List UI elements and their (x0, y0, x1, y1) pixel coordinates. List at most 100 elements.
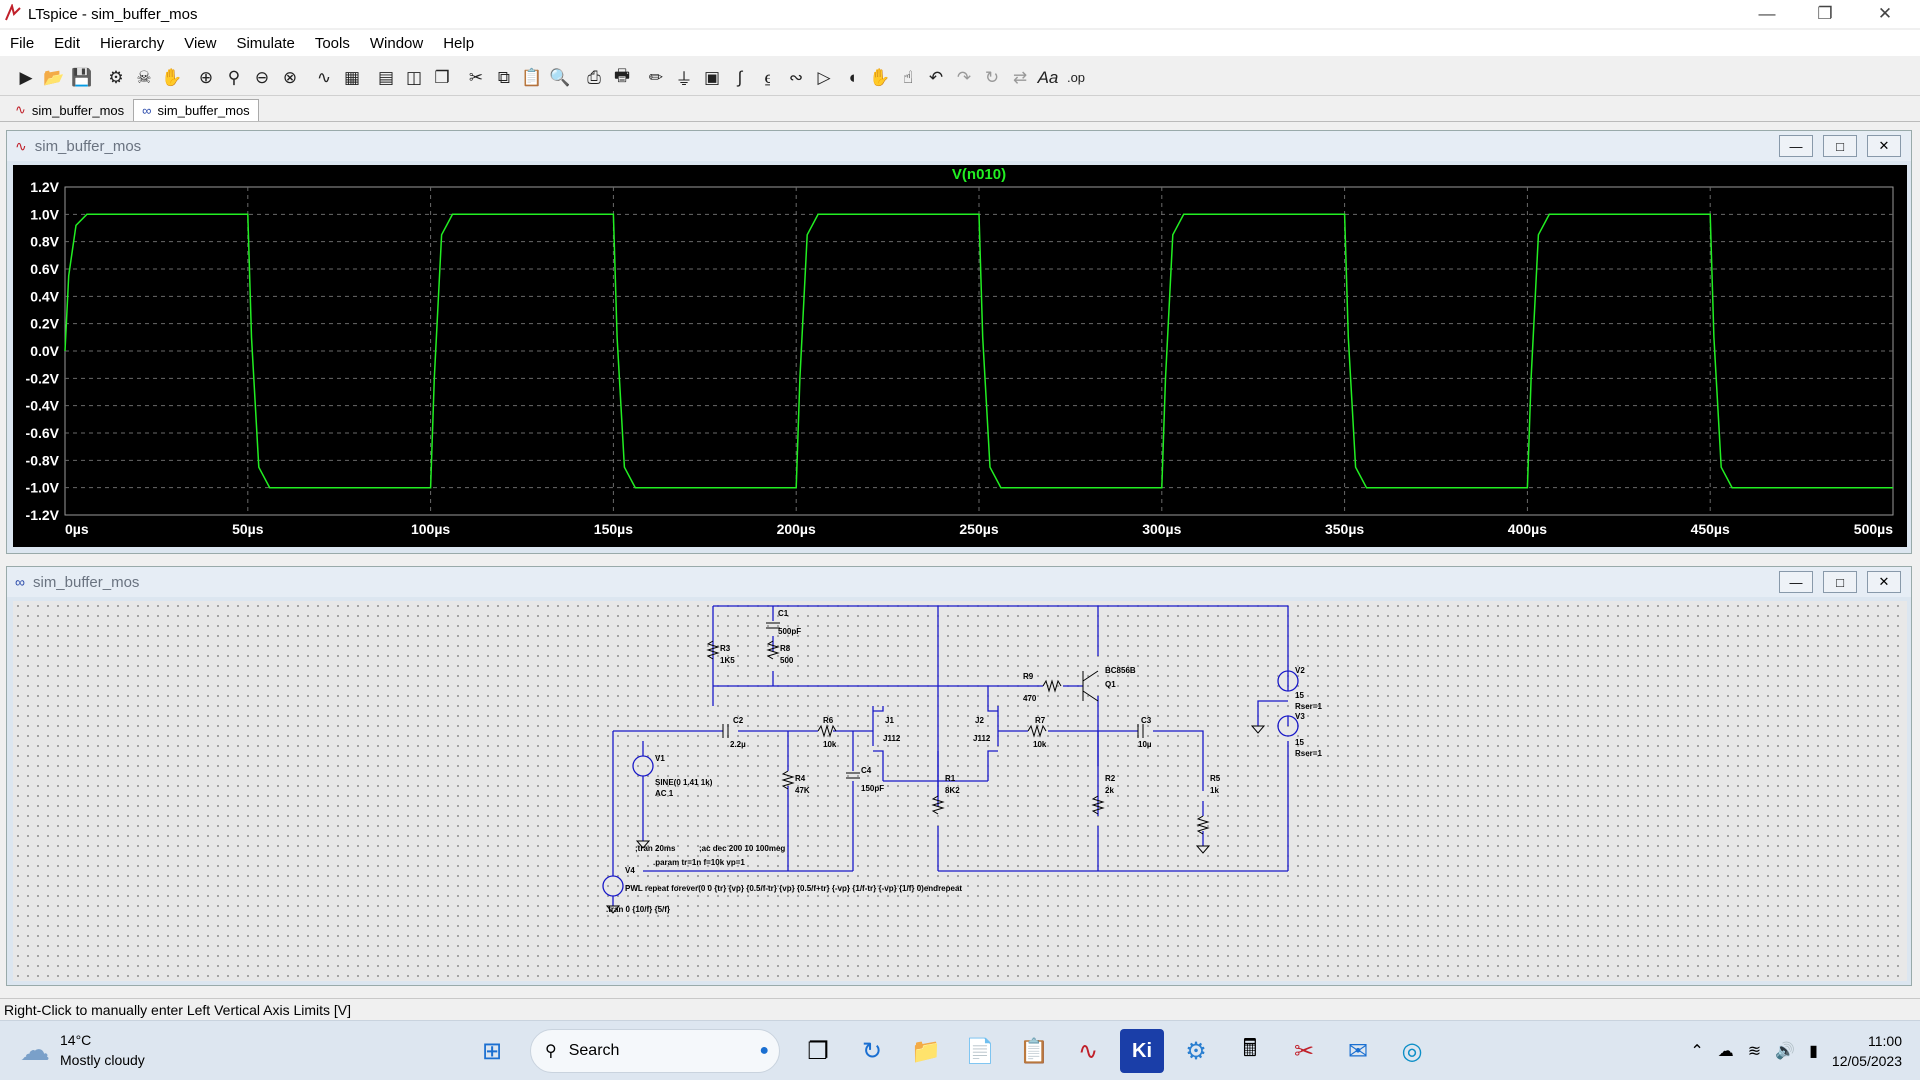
run-icon[interactable]: ▶ (19, 67, 33, 87)
r2-value[interactable]: 2k (1105, 786, 1114, 795)
v1-ac[interactable]: AC 1 (655, 789, 674, 798)
minimize-icon[interactable]: — (1779, 135, 1813, 157)
x-tick-label[interactable]: 500µs (1854, 521, 1893, 537)
x-tick-label[interactable]: 350µs (1325, 521, 1364, 537)
kicad-icon[interactable]: Ki (1120, 1029, 1164, 1073)
r6-label[interactable]: R6 (823, 716, 834, 725)
capacitor-icon[interactable]: ⍷ (762, 67, 774, 87)
y-tick-label[interactable]: 0.8V (30, 234, 59, 250)
label-net-icon[interactable]: ▣ (703, 67, 721, 87)
snipping-tool-icon[interactable]: ✂ (1293, 1037, 1315, 1065)
r8-value[interactable]: 500 (780, 656, 794, 665)
component-icon[interactable]: ◖ (846, 67, 858, 87)
r3-label[interactable]: R3 (720, 644, 731, 653)
clock[interactable]: 11:00 12/05/2023 (1832, 1031, 1902, 1071)
calculator-icon[interactable]: 🖩 (1242, 1034, 1258, 1062)
tab-waveform[interactable]: ∿ sim_buffer_mos (6, 99, 133, 121)
close-button[interactable]: ✕ (1877, 4, 1893, 23)
v1-label[interactable]: V1 (655, 754, 665, 763)
schematic-canvas[interactable]: C1 500pF R3 1K5 R8 500 R9 470 BC856B Q1 … (13, 601, 1907, 981)
y-tick-label[interactable]: 1.0V (30, 206, 59, 222)
r4-label[interactable]: R4 (795, 774, 806, 783)
tile-vertical-icon[interactable]: ◫ (405, 67, 423, 87)
r4-value[interactable]: 47K (795, 786, 810, 795)
notes-icon[interactable]: 📋 (1019, 1037, 1049, 1065)
windows-start-icon[interactable]: ⊞ (481, 1037, 503, 1065)
menu-window[interactable]: Window (369, 34, 424, 52)
y-tick-label[interactable]: -0.2V (26, 370, 60, 386)
x-tick-label[interactable]: 200µs (777, 521, 816, 537)
inductor-icon[interactable]: ∾ (788, 67, 804, 87)
menu-hierarchy[interactable]: Hierarchy (100, 34, 165, 52)
paste-icon[interactable]: 📋 (521, 67, 543, 87)
directive-pwl[interactable]: PWL repeat forever(0 0 {tr} {vp} {0.5/f-… (625, 884, 962, 893)
print-setup-icon[interactable]: ⎙ (587, 67, 601, 87)
ltspice-taskbar-icon[interactable]: ∿ (1077, 1037, 1099, 1065)
c4-value[interactable]: 150pF (861, 784, 884, 793)
file-explorer-icon[interactable]: 📁 (911, 1037, 941, 1065)
control-panel-icon[interactable]: ⚙ (108, 67, 124, 87)
y-tick-label[interactable]: -0.8V (26, 452, 60, 468)
minimize-button[interactable]: — (1758, 4, 1776, 23)
r5-label[interactable]: R5 (1210, 774, 1221, 783)
waveform-chart[interactable]: 1.2V1.0V0.8V0.6V0.4V0.2V0.0V-0.2V-0.4V-0… (13, 165, 1907, 547)
r3-value[interactable]: 1K5 (720, 656, 735, 665)
x-tick-label[interactable]: 50µs (232, 521, 264, 537)
undo-icon[interactable]: ↶ (928, 67, 944, 87)
menu-file[interactable]: File (10, 34, 35, 52)
directive-tran[interactable]: ;tran 20ms (635, 844, 676, 853)
copy-icon[interactable]: ⧉ (497, 67, 511, 87)
y-tick-label[interactable]: -0.6V (26, 425, 60, 441)
volume-icon[interactable]: 🔊 (1775, 1043, 1796, 1060)
r8-label[interactable]: R8 (780, 644, 791, 653)
directive-ac[interactable]: ;ac dec 200 10 100meg (699, 844, 785, 853)
r2-label[interactable]: R2 (1105, 774, 1116, 783)
c2-label[interactable]: C2 (733, 716, 744, 725)
j1-label[interactable]: J1 (885, 716, 894, 725)
q1-label[interactable]: Q1 (1105, 680, 1116, 689)
v3-label[interactable]: V3 (1295, 712, 1305, 721)
task-view-icon[interactable]: ❐ (807, 1037, 829, 1065)
x-tick-label[interactable]: 100µs (411, 521, 450, 537)
edge-icon[interactable]: ◎ (1401, 1037, 1423, 1065)
zoom-area-icon[interactable]: ⚲ (227, 67, 241, 87)
y-tick-label[interactable]: 0.0V (30, 343, 59, 359)
c4-label[interactable]: C4 (861, 766, 872, 775)
c3-value[interactable]: 10µ (1138, 740, 1152, 749)
y-tick-label[interactable]: 0.2V (30, 316, 59, 332)
chevron-up-icon[interactable]: ⌃ (1690, 1043, 1704, 1060)
x-tick-label[interactable]: 300µs (1142, 521, 1181, 537)
x-tick-label[interactable]: 0µs (65, 521, 89, 537)
y-tick-label[interactable]: 1.2V (30, 179, 59, 195)
r7-value[interactable]: 10k (1033, 740, 1047, 749)
v2-rser[interactable]: Rser=1 (1295, 702, 1322, 711)
x-tick-label[interactable]: 400µs (1508, 521, 1547, 537)
x-tick-label[interactable]: 450µs (1691, 521, 1730, 537)
y-tick-label[interactable]: -1.0V (26, 480, 60, 496)
menu-help[interactable]: Help (443, 34, 475, 52)
r1-value[interactable]: 8K2 (945, 786, 960, 795)
mail-icon[interactable]: ✉ (1347, 1037, 1369, 1065)
maximize-icon[interactable]: □ (1823, 571, 1857, 593)
print-icon[interactable]: 🖶 (613, 66, 631, 85)
tile-horizontal-icon[interactable]: ▤ (377, 67, 395, 87)
cut-icon[interactable]: ✂ (468, 67, 484, 87)
c3-label[interactable]: C3 (1141, 716, 1152, 725)
open-icon[interactable]: 📂 (43, 67, 65, 87)
battery-icon[interactable]: ▮ (1809, 1043, 1818, 1060)
v4-label[interactable]: V4 (625, 866, 635, 875)
v3-rser[interactable]: Rser=1 (1295, 749, 1322, 758)
grid-icon[interactable]: ▦ (343, 67, 361, 87)
redo-icon[interactable]: ↷ (956, 67, 972, 87)
v1-value[interactable]: SINE(0 1.41 1k) (655, 778, 713, 787)
j2-type[interactable]: J112 (973, 734, 991, 743)
zoom-in-icon[interactable]: ⊕ (198, 67, 214, 87)
v3-value[interactable]: 15 (1295, 738, 1304, 747)
cascade-icon[interactable]: ❐ (434, 67, 450, 87)
c1-value[interactable]: 500pF (778, 627, 801, 636)
onedrive-icon[interactable]: ☁ (1717, 1043, 1734, 1060)
tab-schematic[interactable]: ∞ sim_buffer_mos (133, 99, 259, 121)
close-icon[interactable]: ✕ (1867, 571, 1901, 593)
ground-icon[interactable]: ⏚ (675, 70, 693, 89)
zoom-fit-icon[interactable]: ⊗ (282, 67, 298, 87)
